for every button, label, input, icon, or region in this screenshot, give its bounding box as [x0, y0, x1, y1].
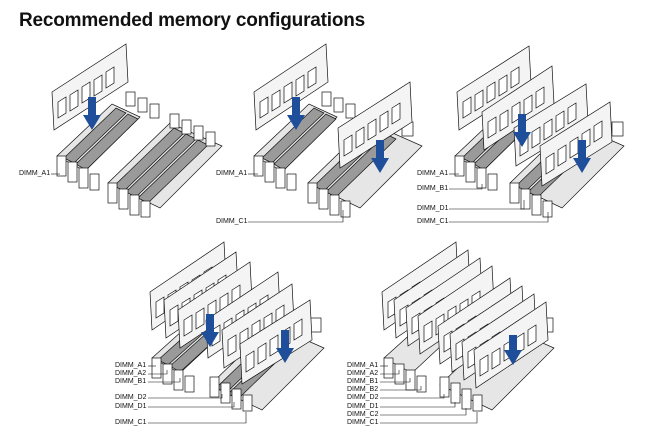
dimm-slot-bank-left	[454, 103, 539, 191]
dimm-slot-bank-left	[383, 303, 473, 393]
memory-module-1	[149, 241, 227, 331]
down-arrow-icon	[83, 97, 101, 130]
memory-module-4	[417, 265, 495, 355]
memory-module-2	[481, 65, 555, 151]
dimm-slot-bank-right	[509, 121, 625, 218]
memory-module-1	[253, 43, 329, 131]
memory-module-3	[405, 257, 483, 347]
down-arrow-icon	[276, 330, 294, 363]
slot-label: DIMM_A2	[347, 370, 379, 377]
slot-label: DIMM_C2	[347, 411, 379, 418]
slot-label: DIMM_B1	[347, 378, 379, 385]
slot-label: DIMM_B1	[115, 378, 147, 385]
dimm-slot-bank-right	[209, 317, 325, 412]
dimm-slot-bank-left	[253, 103, 338, 191]
memory-module-1	[51, 43, 129, 131]
dimm-slot-bank-right	[307, 91, 423, 218]
slot-label: DIMM_B2	[347, 386, 379, 393]
memory-module-4	[205, 271, 281, 359]
slot-label: DIMM_A2	[115, 370, 147, 377]
dimm-slot-bank-left	[56, 103, 141, 191]
memory-module-1	[381, 241, 459, 331]
slot-label: DIMM_A1	[216, 170, 248, 177]
slot-label: DIMM_D1	[417, 205, 449, 212]
slot-label: DIMM_D1	[115, 403, 147, 410]
down-arrow-icon	[513, 114, 531, 147]
memory-module-4	[539, 101, 613, 187]
slot-label: DIMM_C1	[347, 419, 379, 426]
slot-label: DIMM_A1	[347, 362, 379, 369]
slot-label: DIMM_D2	[115, 394, 147, 401]
memory-module-1	[456, 45, 532, 131]
down-arrow-icon	[201, 314, 219, 347]
memory-module-2	[393, 249, 471, 339]
memory-module-2	[337, 81, 413, 169]
slot-label: DIMM_D1	[347, 403, 379, 410]
memory-module-6	[239, 299, 313, 385]
memory-module-8	[473, 301, 549, 389]
memory-module-3	[177, 261, 253, 349]
memory-module-2	[163, 251, 239, 339]
dimm-slot-bank-right	[439, 317, 555, 412]
slot-label: DIMM_A1	[19, 170, 51, 177]
memory-module-7	[461, 293, 537, 381]
memory-module-5	[221, 283, 295, 369]
slot-label: DIMM_A1	[417, 170, 449, 177]
memory-module-6	[449, 285, 525, 373]
slot-label: DIMM_C1	[417, 218, 449, 225]
dimm-slot-bank-right	[107, 91, 223, 218]
dimm-slot-bank-left	[151, 303, 241, 393]
slot-label: DIMM_B1	[417, 185, 449, 192]
down-arrow-icon	[504, 335, 522, 365]
slot-label: DIMM_C1	[115, 419, 147, 426]
slot-label: DIMM_C1	[216, 218, 248, 225]
memory-module-3	[513, 83, 589, 167]
down-arrow-icon	[287, 97, 305, 130]
down-arrow-icon	[371, 140, 389, 173]
page-title: Recommended memory configurations	[19, 10, 366, 31]
slot-label: DIMM_A1	[115, 362, 147, 369]
slot-label: DIMM_D2	[347, 394, 379, 401]
memory-module-5	[437, 277, 513, 365]
down-arrow-icon	[573, 140, 591, 173]
